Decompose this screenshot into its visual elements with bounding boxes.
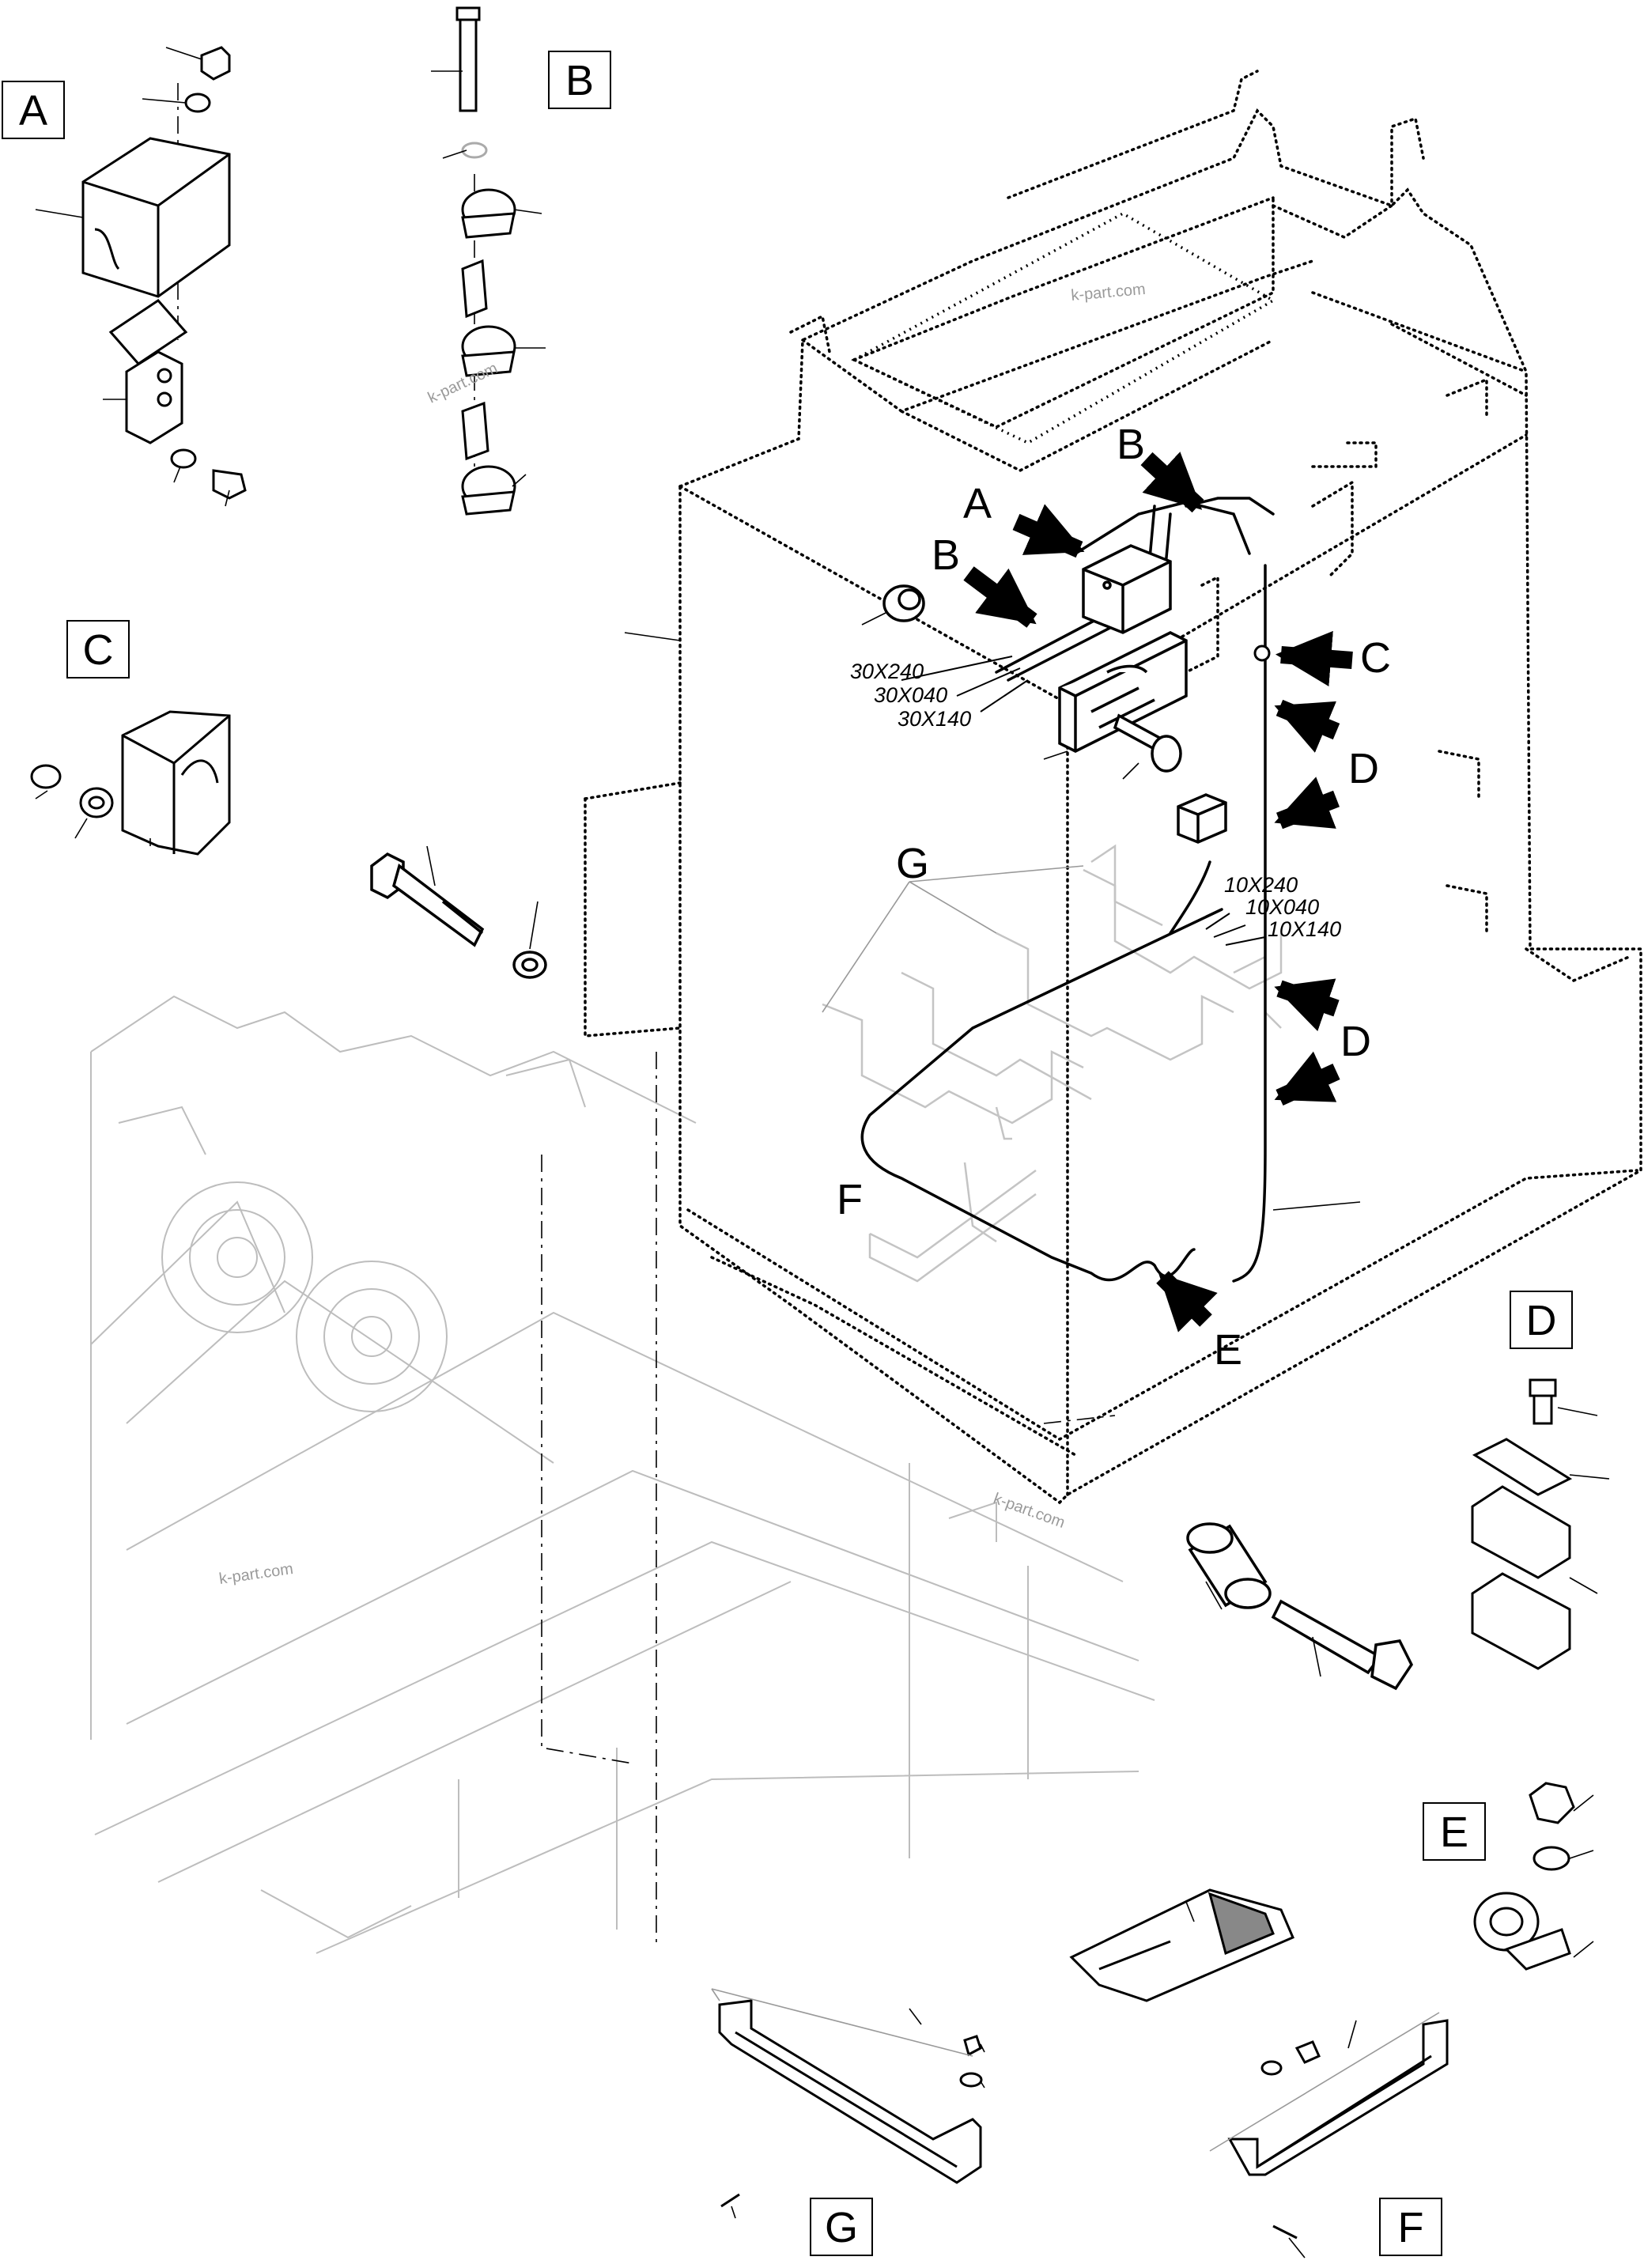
callout-e: E bbox=[1214, 1326, 1242, 1374]
strap-part bbox=[1069, 1888, 1294, 2002]
detail-b-parts bbox=[455, 6, 516, 516]
long-bolt bbox=[370, 852, 547, 979]
code-lower-1: 10X240 bbox=[1224, 873, 1298, 897]
detail-box-a: A bbox=[2, 81, 65, 139]
leader-lines bbox=[35, 47, 1610, 2259]
detail-box-d: D bbox=[1510, 1291, 1573, 1349]
detail-box-f-label: F bbox=[1398, 2204, 1424, 2251]
detail-box-b-label: B bbox=[565, 57, 594, 104]
detail-box-e-label: E bbox=[1440, 1809, 1468, 1856]
hex-bolt-lower bbox=[1271, 1599, 1414, 1691]
callout-g: G bbox=[896, 840, 929, 887]
main-bolt bbox=[1113, 713, 1182, 773]
detail-c-parts bbox=[30, 710, 231, 856]
detail-box-a-label: A bbox=[19, 87, 47, 134]
callout-b-left: B bbox=[932, 531, 960, 579]
detail-box-c-label: C bbox=[83, 626, 114, 674]
callout-b-top: B bbox=[1117, 421, 1145, 468]
code-upper-1: 30X240 bbox=[850, 660, 924, 683]
callout-d-lower: D bbox=[1340, 1018, 1371, 1065]
detail-box-e: E bbox=[1423, 1802, 1486, 1861]
watermark-b: k-part.com bbox=[425, 360, 501, 407]
detail-a-parts bbox=[81, 46, 247, 500]
detail-box-g-label: G bbox=[825, 2204, 858, 2251]
sensor-block bbox=[1177, 793, 1227, 844]
code-leaders bbox=[901, 656, 1266, 946]
detail-box-c: C bbox=[66, 620, 130, 679]
callout-arrows bbox=[963, 452, 1353, 1332]
code-lower-3: 10X140 bbox=[1268, 917, 1341, 941]
ghost-brackets bbox=[822, 844, 1283, 1283]
callout-a: A bbox=[963, 480, 992, 527]
ghost-dashed-guides bbox=[177, 83, 1116, 1945]
detail-g-parts bbox=[718, 1999, 983, 2208]
callout-d-upper: D bbox=[1348, 745, 1379, 792]
tank-outline bbox=[584, 70, 1642, 1505]
detail-box-b: B bbox=[548, 51, 611, 109]
code-upper-2: 30X040 bbox=[874, 683, 947, 707]
detail-e-parts bbox=[1473, 1782, 1575, 1971]
tank-hatch bbox=[851, 211, 1276, 444]
callout-f: F bbox=[837, 1176, 863, 1223]
detail-f-parts bbox=[1227, 2019, 1449, 2240]
watermark-left: k-part.com bbox=[218, 1560, 295, 1588]
detail-d-parts bbox=[1471, 1378, 1573, 1670]
detail-box-g: G bbox=[810, 2198, 873, 2256]
valve-block bbox=[1058, 631, 1188, 753]
spacer-bushing bbox=[1186, 1522, 1272, 1609]
code-lower-2: 10X040 bbox=[1245, 895, 1319, 919]
watermark-top: k-part.com bbox=[1071, 281, 1147, 304]
ghost-machine-frame bbox=[90, 995, 1155, 1954]
detail-box-d-label: D bbox=[1526, 1297, 1557, 1344]
main-clamp-c bbox=[1253, 644, 1271, 662]
filter-box bbox=[1082, 544, 1172, 634]
code-upper-3: 30X140 bbox=[898, 707, 971, 731]
g-leaders bbox=[711, 865, 1440, 2152]
detail-box-f: F bbox=[1379, 2198, 1442, 2256]
callout-c: C bbox=[1360, 634, 1391, 682]
main-nut bbox=[882, 584, 925, 622]
